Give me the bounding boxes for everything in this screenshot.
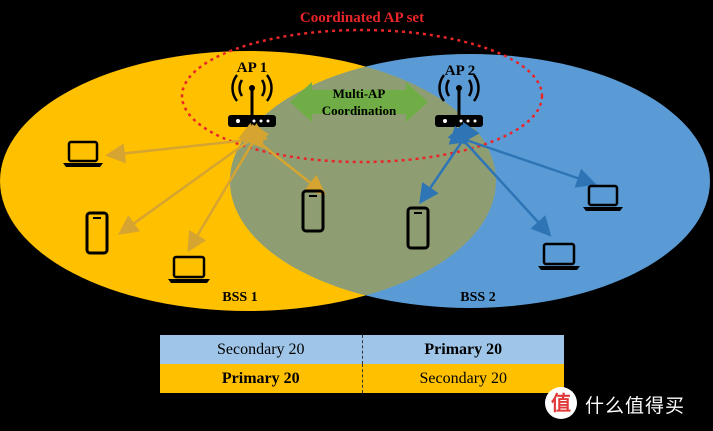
coordination-label-line1: Multi-AP [333, 86, 386, 101]
channel-row-ap1: Primary 20 Secondary 20 [160, 364, 564, 393]
laptop-icon [168, 255, 210, 283]
watermark-logo-icon: 值 [545, 387, 577, 419]
channel-cell-secondary: Secondary 20 [419, 369, 508, 387]
ap2-label: AP 2 [445, 63, 475, 79]
laptop-icon [63, 140, 103, 167]
laptop-icon [538, 242, 580, 270]
channel-cell-primary: Primary 20 [424, 340, 503, 358]
phone-icon [301, 189, 325, 233]
ap2-links [419, 121, 597, 237]
watermark: 值 什么值得买 [545, 385, 710, 425]
coordinated-ap-set-boundary [180, 28, 544, 164]
coordination-arrow [290, 82, 428, 122]
channel-cell-secondary: Secondary 20 [160, 335, 363, 364]
channel-cell-primary: Primary 20 [160, 364, 363, 393]
laptop-icon [583, 184, 623, 211]
bss1-label: BSS 1 [222, 290, 257, 305]
bss2-label: BSS 2 [460, 290, 495, 305]
channel-allocation-table: Secondary 20 Primary 20 Primary 20 Secon… [160, 335, 564, 393]
ap1-links [105, 122, 326, 253]
watermark-text: 什么值得买 [585, 395, 686, 417]
coordination-label-line2: Coordination [322, 103, 397, 118]
ap1-label: AP 1 [237, 60, 267, 76]
channel-row-ap2: Secondary 20 Primary 20 [160, 335, 564, 364]
phone-icon [85, 211, 109, 255]
phone-icon [406, 206, 430, 250]
coordinated-ap-set-title: Coordinated AP set [300, 10, 424, 26]
